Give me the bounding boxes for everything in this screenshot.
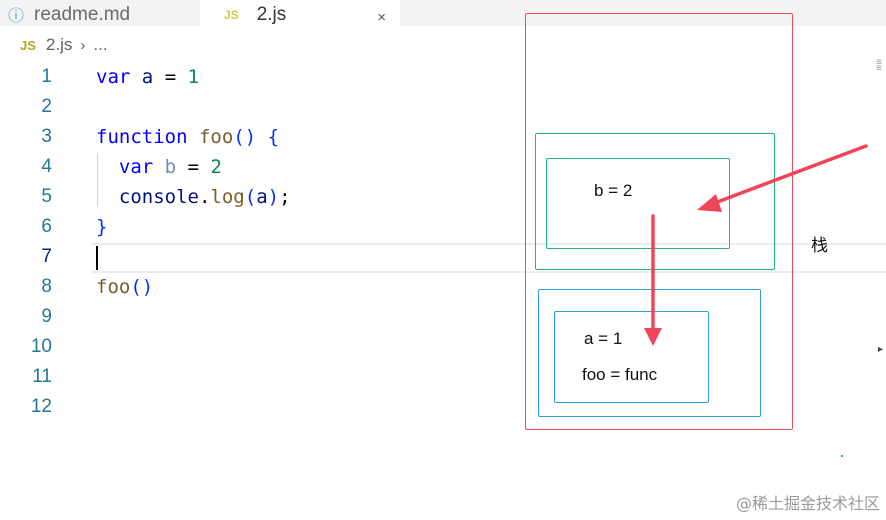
line-number: 4	[41, 156, 52, 177]
line-number: 11	[32, 366, 52, 387]
breadcrumb-file[interactable]: 2.js	[45, 35, 73, 54]
code-text: var b = 2	[118, 156, 222, 178]
tab-2js[interactable]: JS 2.js ×	[200, 0, 400, 26]
code-line: 7	[0, 242, 886, 272]
stack-label: 栈	[811, 236, 828, 255]
code-line: 2	[0, 92, 886, 122]
code-line: 9	[0, 302, 886, 332]
line-number: 8	[41, 276, 52, 297]
code-line: 4 var b = 2	[0, 152, 886, 182]
chevron-right-icon: ›	[80, 36, 86, 54]
annotation-b: b = 2	[594, 181, 633, 200]
code-line: 5 console.log(a);	[0, 182, 886, 212]
stack-container-box	[525, 13, 793, 430]
decorative-dot	[841, 455, 843, 457]
line-number: 9	[41, 306, 52, 327]
breadcrumb-more[interactable]: ...	[93, 35, 108, 54]
info-icon: ⓘ	[8, 8, 25, 25]
line-number: 3	[41, 126, 52, 147]
line-number: 7	[41, 246, 52, 267]
arrow-to-a	[644, 214, 662, 346]
indent-guide	[97, 153, 98, 207]
code-text: }	[96, 216, 108, 238]
global-frame-inner	[554, 311, 709, 403]
arrow-to-b	[697, 144, 868, 212]
code-line: 12	[0, 392, 886, 422]
code-text: foo()	[96, 276, 154, 298]
breadcrumb: JS 2.js › ...	[20, 34, 108, 56]
annotation-a: a = 1	[584, 329, 623, 348]
line-number: 1	[41, 66, 52, 87]
code-text: console.log(a);	[118, 186, 291, 208]
text-cursor	[96, 246, 98, 270]
function-frame-outer	[535, 133, 775, 270]
mouse-pointer-icon: ▸	[878, 344, 884, 355]
close-icon[interactable]: ×	[377, 9, 386, 26]
tab-label: 2.js	[256, 4, 287, 25]
annotation-foo: foo = func	[582, 365, 658, 384]
code-line: 1 var a = 1	[0, 62, 886, 92]
current-line-highlight	[92, 243, 886, 273]
function-frame-inner	[546, 158, 730, 249]
code-text: var a = 1	[96, 66, 200, 88]
code-line: 11	[0, 362, 886, 392]
code-text: function foo() {	[96, 126, 280, 148]
line-number: 10	[30, 336, 52, 357]
line-number: 5	[41, 186, 52, 207]
js-file-icon: JS	[224, 8, 239, 22]
code-line: 3 function foo() {	[0, 122, 886, 152]
code-line: 6 }	[0, 212, 886, 242]
js-file-icon: JS	[20, 37, 36, 53]
code-line: 8 foo()	[0, 272, 886, 302]
watermark: @稀土掘金技术社区	[735, 494, 880, 513]
tab-label: readme.md	[34, 4, 131, 25]
global-frame-outer	[538, 289, 761, 417]
code-line: 10	[0, 332, 886, 362]
line-number: 6	[41, 216, 52, 237]
line-number: 12	[30, 396, 52, 417]
line-number: 2	[41, 96, 52, 117]
minimap-marker: ≡≡	[876, 57, 882, 74]
tab-readme[interactable]: ⓘ readme.md	[0, 0, 200, 26]
